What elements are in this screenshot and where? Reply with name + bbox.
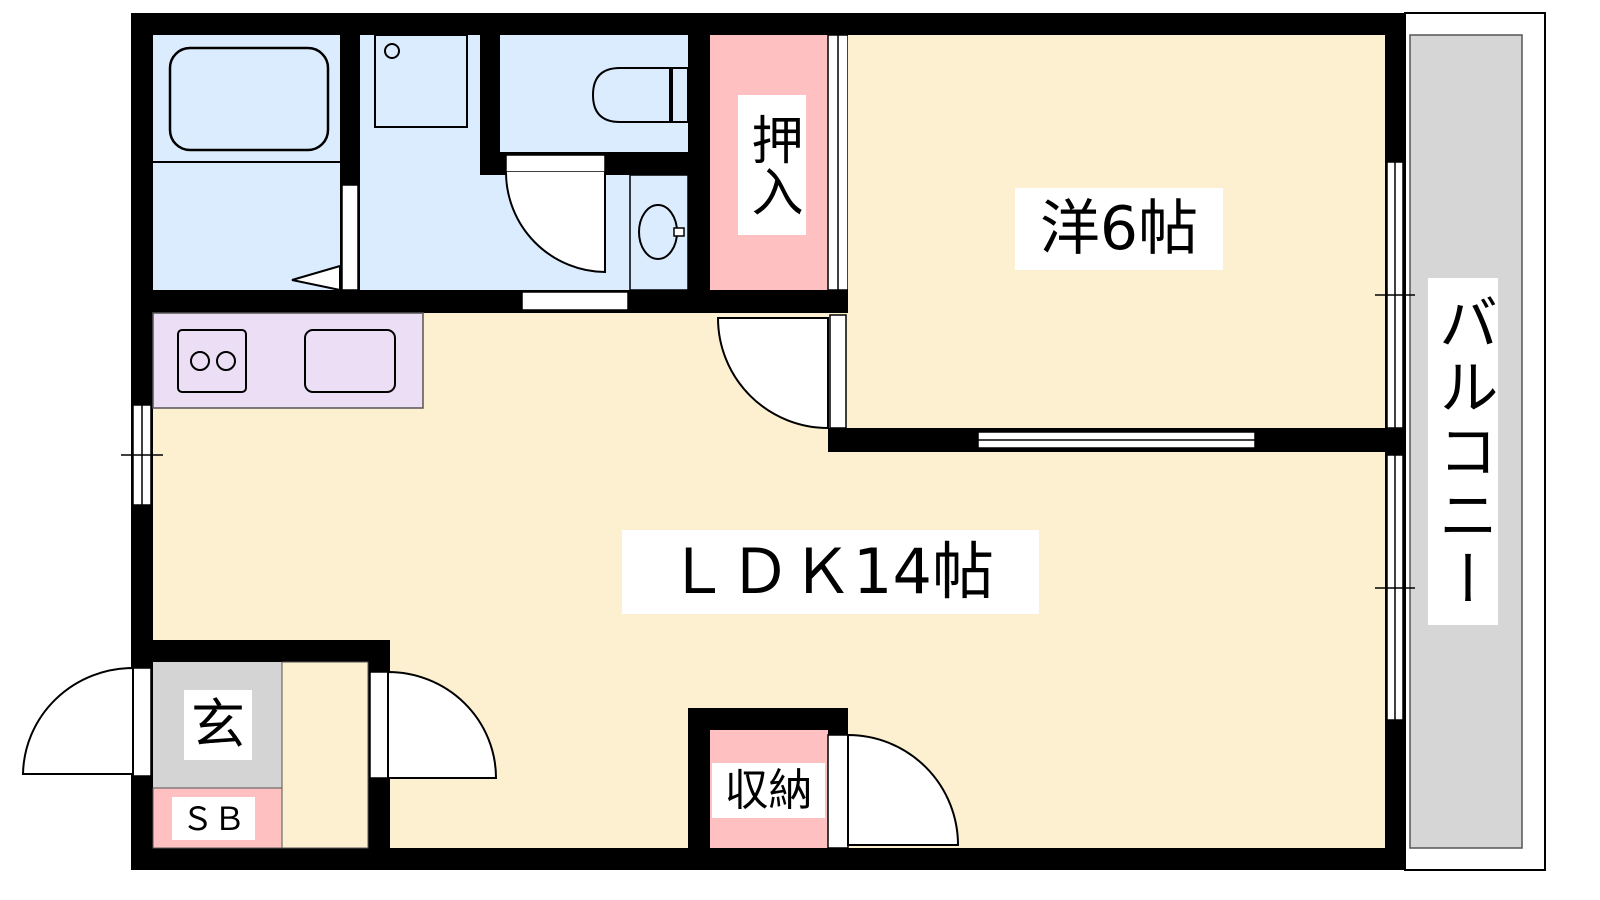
room-label-entrance: 玄 <box>184 690 252 760</box>
stove-icon <box>177 329 247 393</box>
toilet-door[interactable] <box>505 154 606 173</box>
room-label-shoe-box: ＳＢ <box>172 797 255 840</box>
front-door[interactable] <box>132 667 152 777</box>
room-label-storage: 収納 <box>712 763 825 818</box>
room-label-ldk: ＬＤＫ14帖 <box>622 530 1039 614</box>
room-label-closet: 押入 <box>738 95 806 235</box>
room-label-balcony: バルコニー <box>1428 278 1498 625</box>
entrance-door[interactable] <box>369 671 389 779</box>
storage-door[interactable] <box>827 734 849 849</box>
bathtub-icon <box>168 46 330 152</box>
room-label-western: 洋6帖 <box>1015 188 1223 270</box>
toilet-icon <box>591 67 689 123</box>
washing-machine-icon <box>374 34 468 128</box>
kitchen-counter <box>152 312 424 409</box>
kitchen-sink-icon <box>304 329 396 393</box>
bath-door[interactable] <box>341 184 359 291</box>
washroom-door[interactable] <box>521 291 629 311</box>
western-room-door[interactable] <box>829 314 847 429</box>
